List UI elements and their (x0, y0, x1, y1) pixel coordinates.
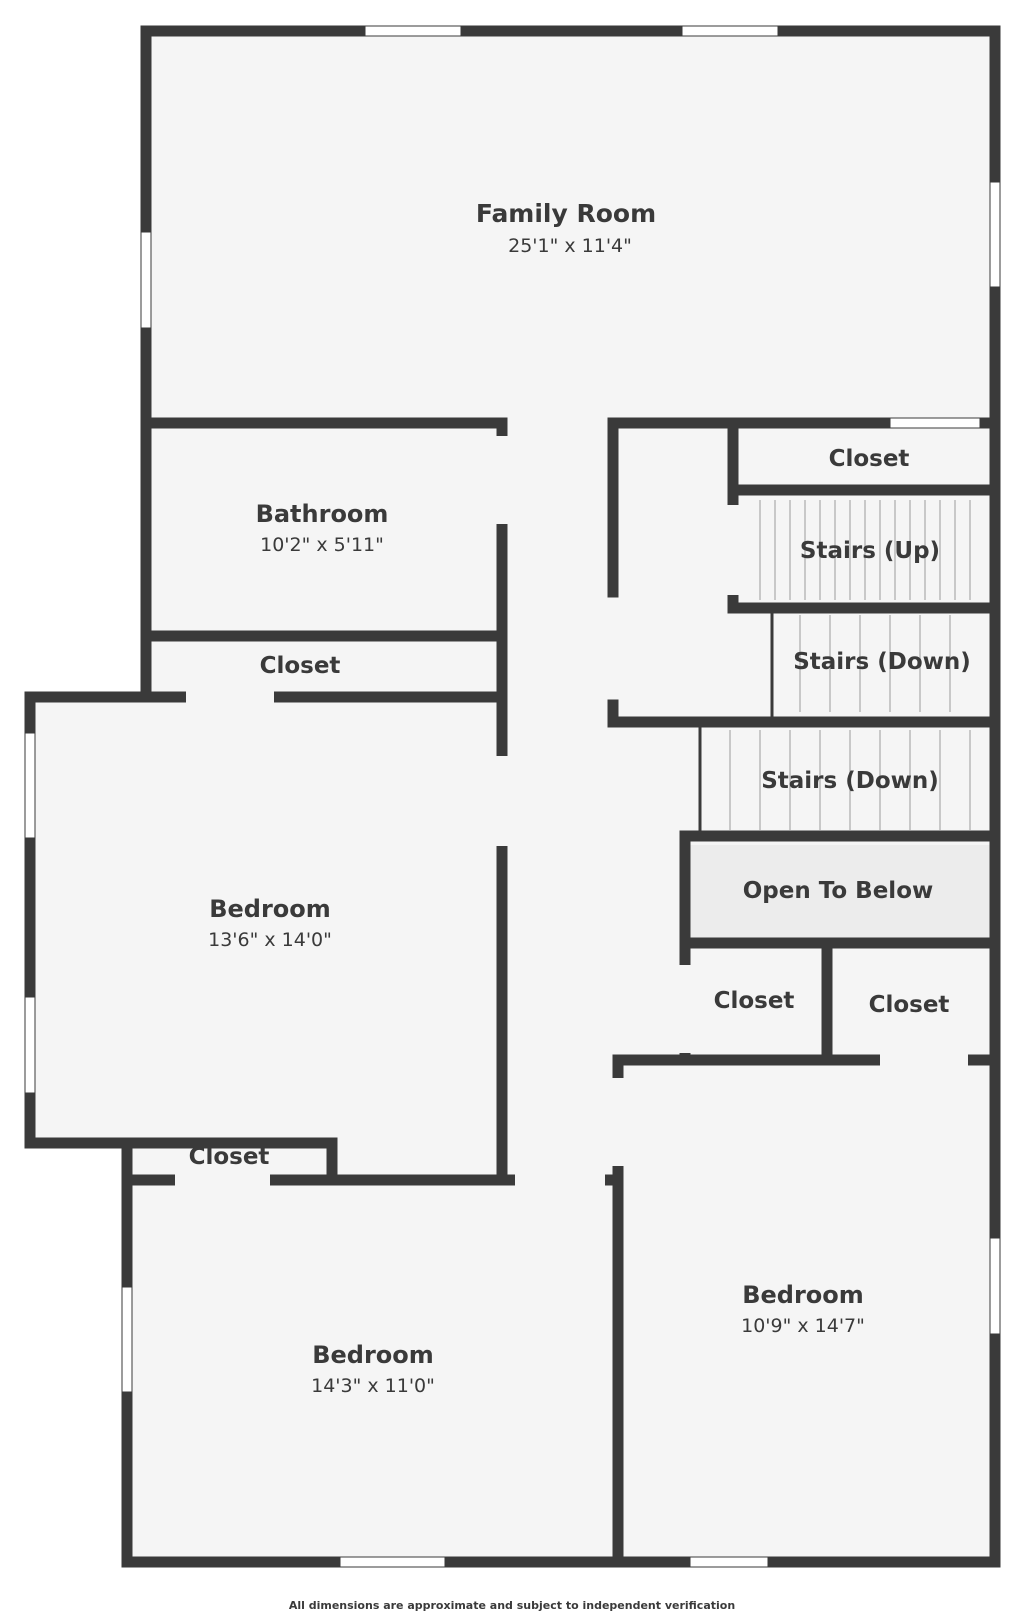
windows (24, 25, 1001, 1568)
closet-mid-a-name: Closet (714, 988, 795, 1014)
door-bedroom-lower-left (515, 1174, 605, 1186)
window-stair-closet (889, 417, 981, 429)
bathroom-name: Bathroom (256, 500, 389, 528)
closet-top-right-name: Closet (829, 446, 910, 472)
stairs-up-treads (759, 500, 971, 600)
stairs-down-2-treads (729, 730, 971, 830)
door-bathroom (496, 436, 508, 524)
open-to-below-area (690, 845, 990, 940)
open-to-below-name: Open To Below (743, 878, 934, 904)
bedroom-left-dims: 13'6" x 14'0" (208, 929, 332, 951)
stair-treads (729, 500, 971, 830)
bathroom-dims: 10'2" x 5'11" (260, 534, 384, 556)
bedroom-lower-right-name: Bedroom (742, 1281, 864, 1309)
closet-mid-b-name: Closet (869, 992, 950, 1018)
stairs-down-1-treads (799, 615, 951, 712)
door-stairs-up (727, 505, 739, 595)
closet-bath-name: Closet (260, 653, 341, 679)
family-room-dims: 25'1" x 11'4" (508, 235, 632, 257)
door-openings (175, 436, 968, 1186)
window-north-1 (364, 25, 462, 37)
door-lower-closet (175, 1174, 270, 1186)
stairs-up-name: Stairs (Up) (800, 538, 940, 564)
walls (24, 25, 1001, 1568)
window-south-2 (689, 1556, 769, 1568)
window-west-lower-bedroom (121, 1286, 133, 1393)
closet-lower-left-name: Closet (189, 1144, 270, 1170)
stairs-down-1-name: Stairs (Down) (793, 649, 971, 675)
room-labels: Family Room 25'1" x 11'4" Bathroom 10'2"… (189, 199, 971, 1397)
window-west-bedroom-2 (24, 996, 36, 1094)
window-east-family (989, 181, 1001, 288)
stairs-down-2-name: Stairs (Down) (761, 768, 939, 794)
dimensions-disclaimer: All dimensions are approximate and subje… (289, 1599, 735, 1612)
bedroom-lower-right-dims: 10'9" x 14'7" (741, 1315, 865, 1337)
window-north-2 (681, 25, 779, 37)
bedroom-lower-left-dims: 14'3" x 11'0" (311, 1375, 435, 1397)
door-bath-closet (186, 691, 274, 703)
door-closet-mid-b (880, 1054, 968, 1066)
family-room-name: Family Room (476, 199, 656, 228)
door-bedroom-lower-right (612, 1078, 624, 1166)
window-east-lower-bedroom (989, 1237, 1001, 1335)
window-west-bedroom-1 (24, 732, 36, 839)
bedroom-left-name: Bedroom (209, 895, 331, 923)
door-bedroom-left (496, 756, 508, 846)
window-west-family (140, 231, 152, 329)
door-closet-mid-a (679, 965, 691, 1053)
window-south-1 (339, 1556, 446, 1568)
bedroom-lower-left-name: Bedroom (312, 1341, 434, 1369)
